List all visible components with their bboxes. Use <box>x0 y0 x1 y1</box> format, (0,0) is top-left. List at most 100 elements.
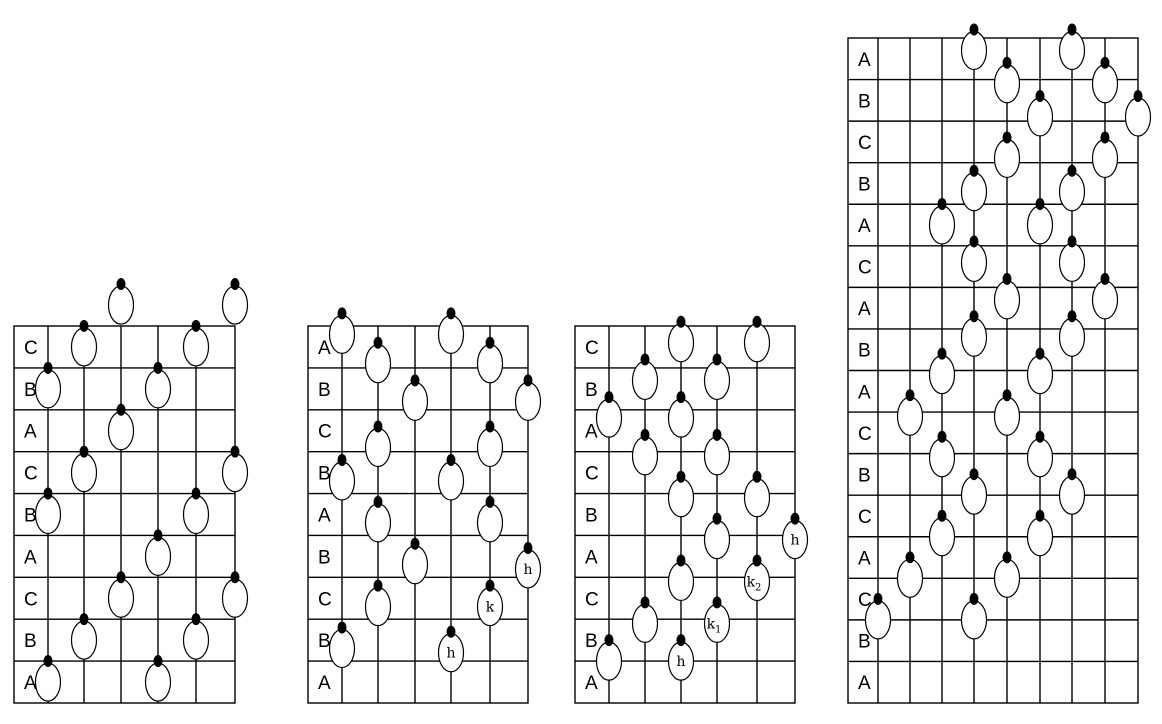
lattice-token <box>34 361 62 409</box>
lattice-token <box>960 310 988 357</box>
row-label: B <box>858 465 871 486</box>
lattice-token <box>631 596 659 644</box>
token-ellipse <box>667 561 695 602</box>
token-dot <box>230 571 240 584</box>
token-ellipse <box>864 600 892 640</box>
token-ellipse <box>703 360 731 401</box>
token-ellipse <box>437 461 465 501</box>
lattice-token <box>928 509 956 557</box>
token-dot <box>1035 89 1045 102</box>
token-ellipse <box>928 438 956 478</box>
token-dot <box>116 571 126 584</box>
lattice-token <box>364 420 392 468</box>
token-dot <box>1002 131 1012 144</box>
token-dot <box>604 391 614 404</box>
token-dot <box>1002 551 1012 564</box>
token-ellipse <box>667 323 695 363</box>
row-label: C <box>858 133 872 154</box>
token-ellipse <box>993 280 1021 320</box>
token-dot <box>1002 389 1012 402</box>
lattice-token <box>364 579 392 627</box>
token-dot <box>640 428 650 441</box>
row-label: A <box>24 673 37 694</box>
token-ellipse <box>667 478 695 518</box>
lattice-token <box>221 445 249 493</box>
token-ellipse <box>70 327 98 367</box>
token-ellipse <box>34 662 62 702</box>
token-dot <box>676 315 686 328</box>
token-ellipse <box>1091 138 1119 179</box>
lattice-token <box>328 307 356 354</box>
token-dot <box>523 374 533 387</box>
lattice-token <box>514 374 542 421</box>
lattice-token <box>1026 430 1054 478</box>
token-ellipse <box>107 578 135 618</box>
lattice-token <box>703 353 731 401</box>
row-label: C <box>585 589 599 610</box>
token-ellipse <box>595 398 623 438</box>
lattice-token <box>70 445 98 493</box>
lattice-token <box>1124 89 1152 137</box>
lattice-token <box>743 315 771 363</box>
lattice-token <box>960 23 988 71</box>
token-ellipse <box>993 64 1021 104</box>
row-label: C <box>858 590 872 611</box>
token-dot <box>43 361 53 374</box>
row-label: A <box>585 673 598 694</box>
lattice-token <box>1091 272 1119 320</box>
token-ellipse <box>476 344 504 384</box>
lattice-token <box>1026 347 1054 395</box>
row-label: B <box>858 632 871 653</box>
token-dot <box>446 307 456 320</box>
token-ellipse <box>364 503 392 543</box>
token-dot <box>969 310 979 323</box>
token-dot <box>153 655 163 668</box>
lattice-token <box>437 453 465 501</box>
token-dot <box>937 430 947 443</box>
lattice-token <box>1058 164 1086 212</box>
token-dot <box>43 655 53 668</box>
token-subscript: 1 <box>715 624 721 635</box>
token-dot <box>485 336 495 349</box>
token-ellipse <box>928 355 956 395</box>
token-ellipse <box>703 436 731 476</box>
lattice-token <box>401 537 429 585</box>
token-ellipse <box>364 427 392 468</box>
token-dot <box>969 235 979 248</box>
lattice-token <box>1058 235 1086 283</box>
lattice-token <box>70 613 98 660</box>
token-dot <box>116 278 126 291</box>
token-dot <box>116 403 126 416</box>
row-label: B <box>318 380 331 401</box>
token-ellipse <box>437 314 465 354</box>
token-label: h <box>676 654 685 670</box>
token-dot <box>523 541 533 554</box>
lattice-token <box>993 551 1021 598</box>
token-dot <box>191 319 201 332</box>
token-dot <box>905 551 915 564</box>
lattice-token <box>107 278 135 325</box>
token-ellipse <box>182 494 210 535</box>
token-ellipse <box>70 453 98 493</box>
lattice-token <box>34 655 62 702</box>
token-dot <box>191 613 201 626</box>
lattice-token <box>1091 56 1119 104</box>
lattice-token <box>993 131 1021 179</box>
lattice-token <box>928 430 956 478</box>
lattice-token <box>221 278 249 325</box>
token-ellipse <box>928 517 956 557</box>
row-label: A <box>318 506 331 527</box>
token-dot <box>752 315 762 328</box>
lattice-token <box>1026 509 1054 557</box>
row-label: A <box>858 216 871 237</box>
token-ellipse <box>221 453 249 493</box>
lattice-token <box>476 495 504 543</box>
token-ellipse <box>144 536 172 576</box>
token-ellipse <box>144 369 172 409</box>
token-dot <box>230 278 240 291</box>
lattice-token <box>221 571 249 618</box>
lattice-token <box>896 389 924 436</box>
token-dot <box>640 596 650 609</box>
